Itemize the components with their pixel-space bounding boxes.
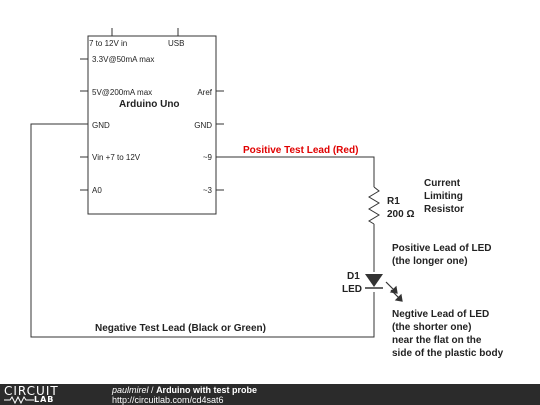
resistor-ref: R1 — [387, 196, 400, 207]
resistor-r1-symbol — [368, 186, 380, 225]
resistor-note-line3: Resistor — [424, 204, 464, 215]
pin-gnd-left-label: GND — [92, 121, 110, 130]
led-negative-note-line3: near the flat on the — [392, 335, 482, 346]
pin-3v3-label: 3.3V@50mA max — [92, 55, 154, 64]
negative-wire — [30, 123, 375, 338]
led-negative-note-line2: (the shorter one) — [392, 322, 471, 333]
logo-resistor-icon — [4, 396, 34, 404]
wires — [30, 123, 380, 338]
negative-lead-label: Negative Test Lead (Black or Green) — [95, 323, 266, 334]
led-negative-note-line4: side of the plastic body — [392, 348, 504, 359]
project-title: Arduino with test probe — [156, 385, 258, 395]
footer-bar: CIRCUIT LAB paulmirel / Arduino with tes… — [0, 384, 540, 405]
resistor-value: 200 Ω — [387, 209, 414, 220]
led-positive-note-line1: Positive Lead of LED — [392, 243, 491, 254]
circuit-schematic: 7 to 12V in USB 3.3V@50mA max 5V@200mA m… — [30, 28, 504, 359]
arduino-usb-label: USB — [168, 39, 184, 48]
author-link[interactable]: paulmirel — [112, 385, 149, 395]
positive-lead-label: Positive Test Lead (Red) — [243, 145, 358, 156]
positive-wire — [216, 156, 375, 187]
pin-a0-label: A0 — [92, 186, 102, 195]
logo-text-bottom: LAB — [34, 395, 55, 404]
arduino-title: Arduino Uno — [119, 99, 180, 110]
arduino-uno-block — [80, 28, 224, 215]
pin-vin-label: Vin +7 to 12V — [92, 153, 141, 162]
pin-gnd-right-label: GND — [194, 121, 212, 130]
pin-9-label: ~9 — [203, 153, 213, 162]
led-d1-symbol — [365, 274, 403, 302]
arduino-top-left-label: 7 to 12V in — [89, 39, 127, 48]
led-positive-note-line2: (the longer one) — [392, 256, 468, 267]
pin-5v-label: 5V@200mA max — [92, 88, 152, 97]
resistor-note-line1: Current — [424, 178, 461, 189]
led-type: LED — [342, 284, 362, 295]
led-negative-note-line1: Negtive Lead of LED — [392, 309, 489, 320]
footer-credits: paulmirel / Arduino with test probe http… — [112, 385, 257, 405]
logo-text-top: CIRCUIT — [4, 384, 59, 398]
pin-3-label: ~3 — [203, 186, 213, 195]
circuitlab-logo[interactable]: CIRCUIT LAB — [4, 385, 92, 404]
resistor-note-line2: Limiting — [424, 191, 463, 202]
pin-aref-label: Aref — [197, 88, 212, 97]
project-url-link[interactable]: http://circuitlab.com/cd4sat6 — [112, 395, 224, 405]
credit-separator: / — [151, 385, 154, 395]
led-ref: D1 — [347, 271, 360, 282]
